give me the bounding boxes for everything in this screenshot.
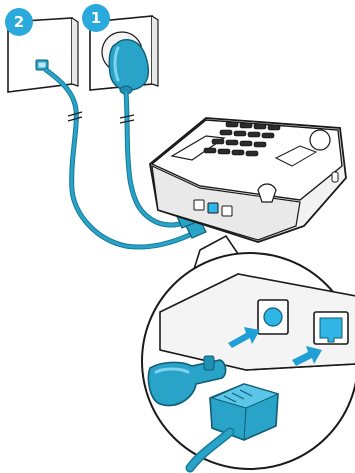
rj11-plug-icon	[185, 383, 280, 473]
step-2-badge: 2	[5, 8, 33, 36]
power-socket-closeup	[257, 299, 289, 335]
step-2-number: 2	[14, 13, 24, 31]
insert-arrow-power	[228, 327, 260, 348]
step-1-number: 1	[91, 9, 101, 27]
telephone-socket-closeup	[313, 311, 349, 345]
insert-arrow-telephone	[292, 346, 322, 366]
power-plug-icon	[147, 355, 227, 407]
base-rear-connectors	[193, 199, 233, 217]
phone-wall-socket-icon	[7, 17, 79, 93]
phone-base-station	[149, 117, 347, 243]
zoom-detail-callout	[141, 234, 355, 473]
power-adapter-icon	[108, 39, 150, 95]
step-1-badge: 1	[82, 4, 110, 32]
